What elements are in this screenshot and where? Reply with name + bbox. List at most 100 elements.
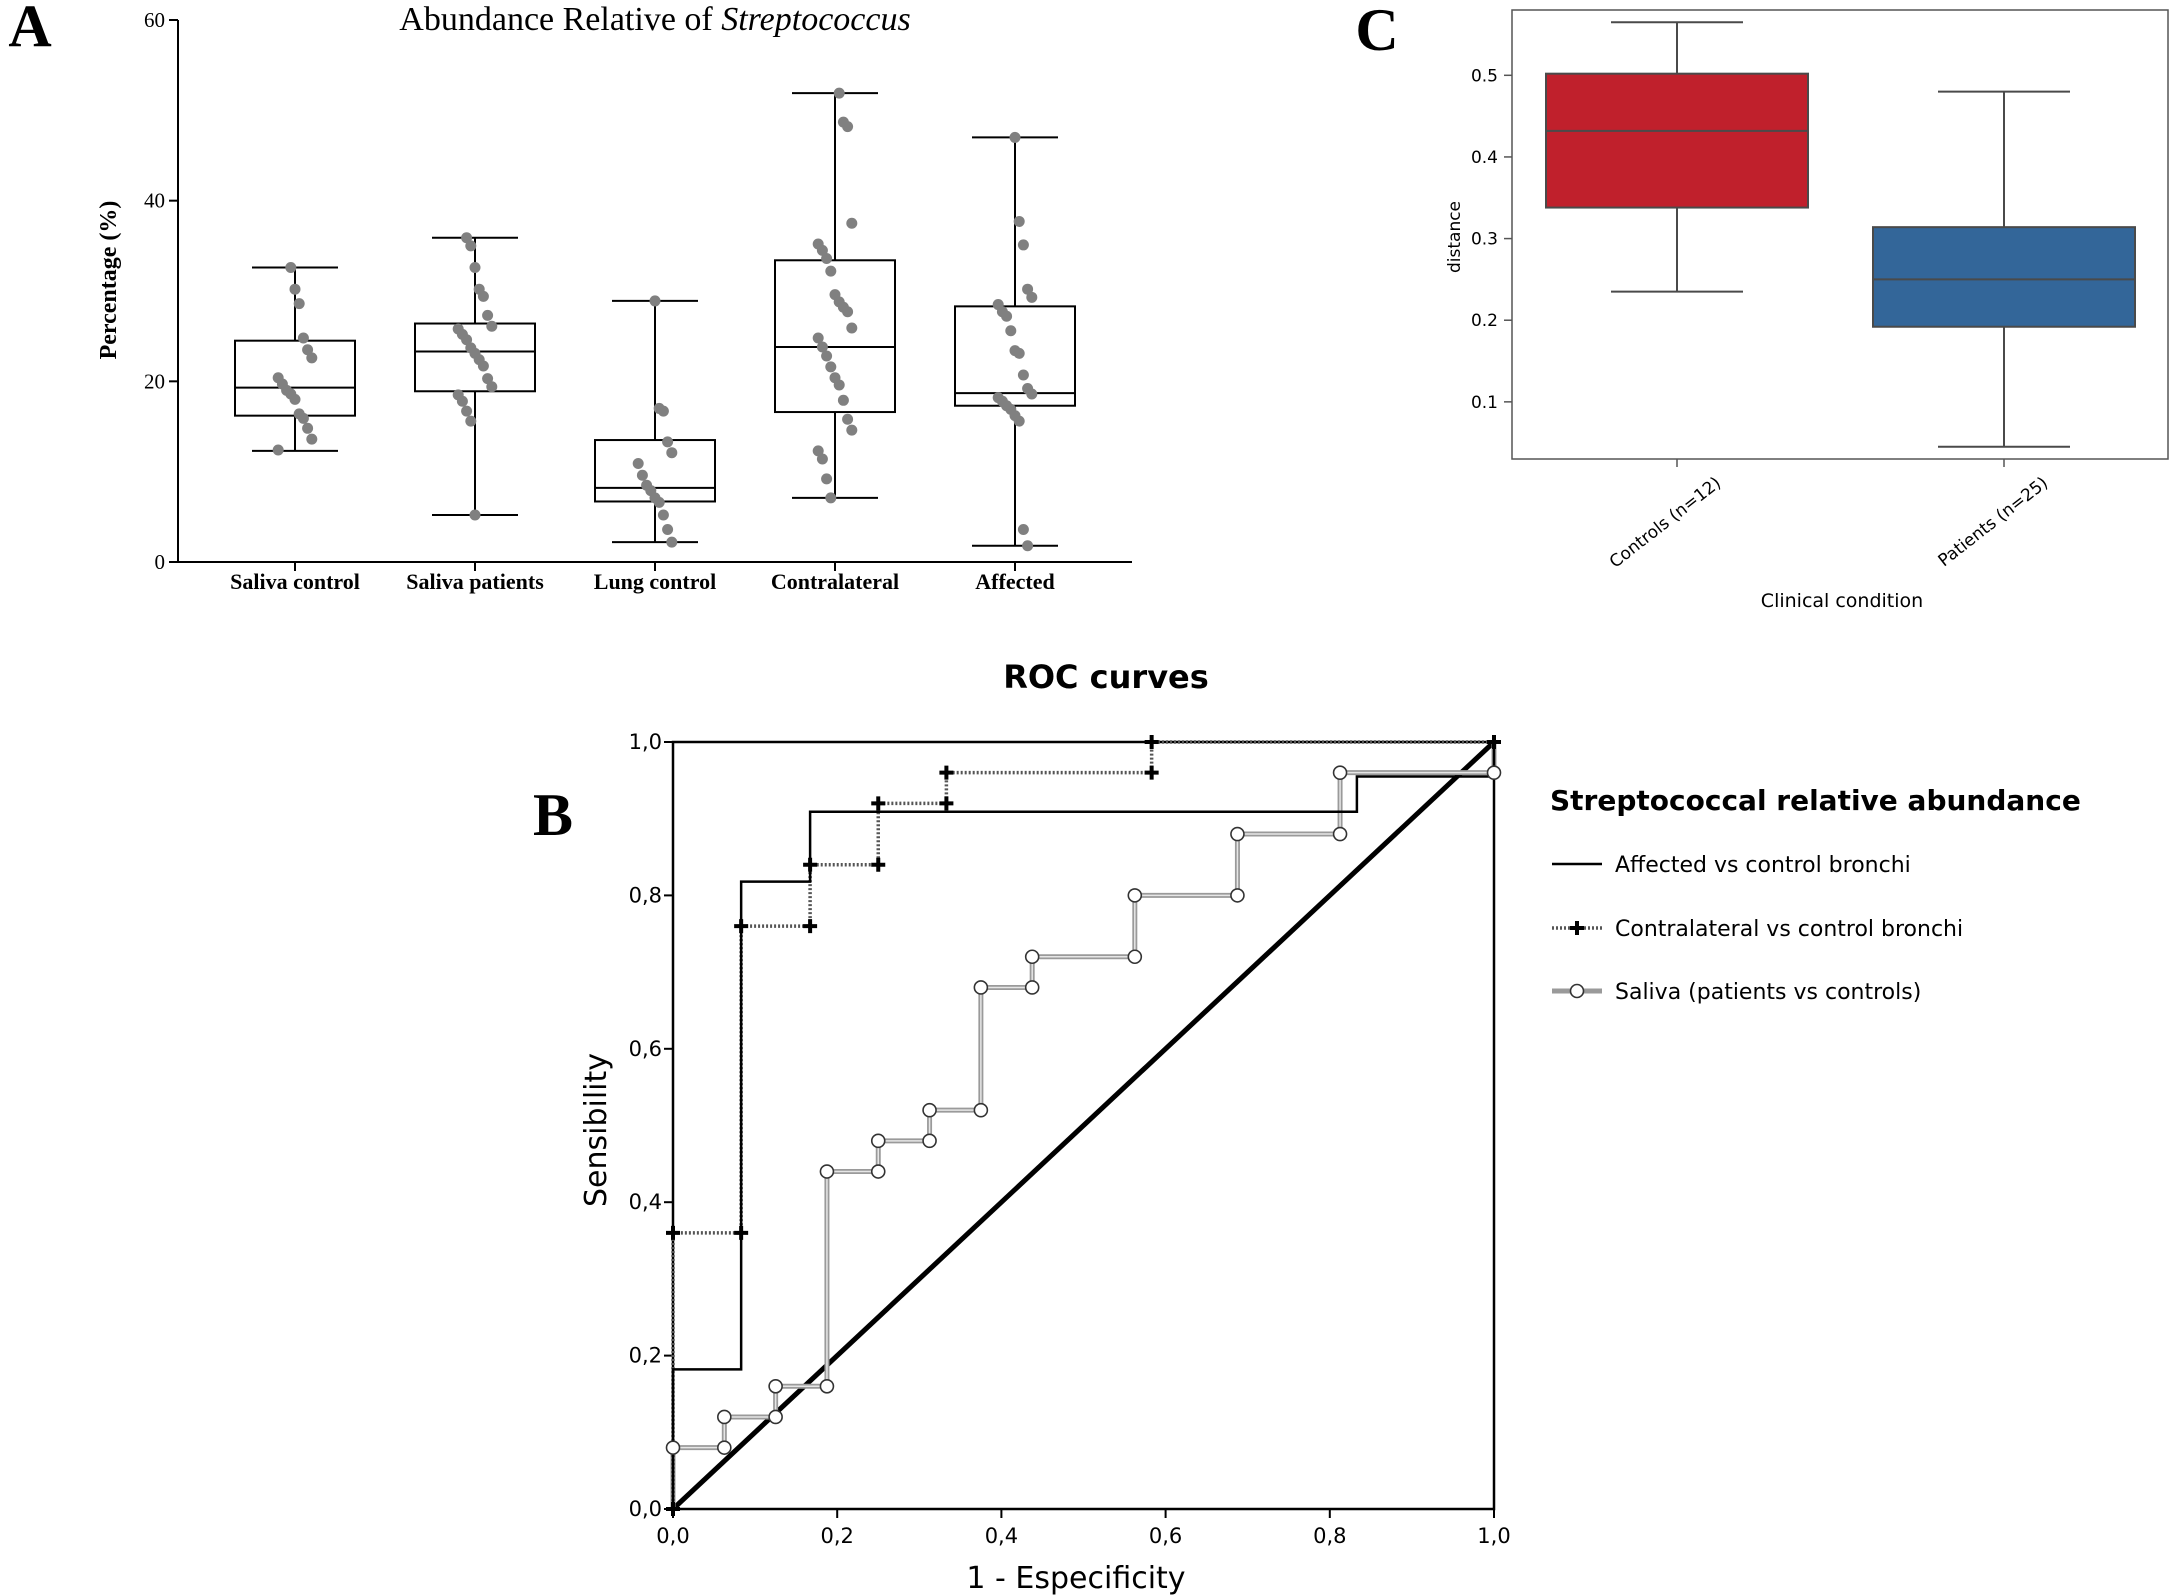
- legend-label: Affected vs control bronchi: [1615, 853, 1911, 878]
- panel-a-data-point: [842, 413, 854, 425]
- series-contralateral-marker: [939, 796, 954, 811]
- panel-a-data-point: [649, 295, 661, 307]
- panel-a-data-point: [837, 116, 849, 128]
- series-contralateral-marker: [871, 796, 886, 811]
- panel-a-data-point: [1005, 325, 1017, 337]
- panel-a-data-point: [1017, 239, 1029, 251]
- legend-title: Streptococcal relative abundance: [1550, 784, 2081, 817]
- panel-a-data-point: [486, 320, 498, 332]
- panel-a-data-point: [812, 238, 824, 250]
- panel-a-data-point: [666, 447, 678, 459]
- panel-a-data-point: [1009, 345, 1021, 357]
- panel-a-data-point: [829, 372, 841, 384]
- panel-a-data-point: [992, 299, 1004, 311]
- panel-a-data-point: [821, 350, 833, 362]
- panel-a-data-point: [302, 422, 314, 434]
- panel-a-data-point: [469, 262, 481, 274]
- panel-b-markers: [665, 735, 1502, 1516]
- panel-a-data-point: [662, 523, 674, 535]
- panel-a-y-tick-label: 20: [144, 369, 165, 393]
- series-contralateral-marker: [1144, 735, 1159, 749]
- series-saliva-marker: [768, 1409, 783, 1425]
- panel-c-y-tick-label: 0.2: [1471, 311, 1498, 331]
- panel-a-data-point: [285, 262, 297, 274]
- panel-b-y-tick-label: 0,6: [629, 1037, 662, 1061]
- panel-a-data-point: [821, 473, 833, 485]
- series-saliva-marker: [1127, 888, 1143, 903]
- panel-a-data-point: [293, 408, 305, 420]
- panel-b-x-tick-label: 0,0: [656, 1524, 689, 1548]
- panel-b-y-tick-label: 0,0: [629, 1497, 662, 1521]
- panel-a-data-point: [465, 240, 477, 252]
- panel-b-x-tick-label: 1,0: [1477, 1524, 1510, 1548]
- series-saliva-marker: [665, 1440, 681, 1455]
- panel-a-data-point: [662, 436, 674, 448]
- panel-a-data-point: [1009, 131, 1021, 143]
- series-contralateral-marker: [803, 857, 818, 872]
- panel-a-data-point: [461, 232, 473, 244]
- panel-b-legend: Streptococcal relative abundance Affecte…: [1550, 784, 2081, 1005]
- panel-c-y-axis-label: distance: [1445, 201, 1465, 273]
- panel-c-letter: C: [1355, 0, 1398, 63]
- series-contralateral-marker: [803, 919, 818, 934]
- panel-a-data-point: [632, 458, 644, 470]
- series-saliva-marker: [1024, 980, 1040, 995]
- panel-a-data-point: [837, 394, 849, 406]
- panel-c-x-tick-label: Patients (n=25): [1935, 473, 2052, 571]
- panel-a-title: Abundance Relative of Streptococcus: [399, 1, 910, 38]
- series-saliva-marker: [870, 1164, 886, 1179]
- panel-b-y-tick-label: 0,2: [629, 1344, 662, 1368]
- panel-b-x-tick-label: 0,8: [1313, 1524, 1346, 1548]
- panel-a-data-point: [452, 323, 464, 335]
- panel-b-reference-diagonal: [671, 740, 1496, 1511]
- series-contralateral-marker: [666, 1502, 680, 1516]
- panel-c-frame: 0.10.20.30.40.5: [1471, 9, 2169, 460]
- panel-c-plot-frame: [1511, 9, 2169, 460]
- panel-a-data-point: [469, 509, 481, 521]
- series-contralateral-marker: [666, 1225, 680, 1240]
- panel-a-x-tick-labels: Saliva control Saliva patients Lung contro…: [230, 569, 1055, 594]
- panel-a-data-point: [821, 252, 833, 264]
- panel-c-boxes: [1545, 21, 2136, 467]
- panel-c-y-tick-label: 0.3: [1471, 230, 1498, 250]
- series-saliva-marker: [819, 1164, 835, 1179]
- panel-a-x-tick-label: Saliva control: [230, 569, 360, 594]
- panel-a-data-point: [846, 322, 858, 334]
- panel-a-data-point: [992, 392, 1004, 404]
- series-saliva-marker: [717, 1440, 732, 1455]
- series-saliva-marker: [1230, 826, 1245, 842]
- panel-c-y-tick-label: 0.1: [1471, 393, 1498, 413]
- legend-label: Saliva (patients vs controls): [1615, 980, 1921, 1005]
- series-contralateral-marker: [734, 1225, 749, 1240]
- panel-a-title-prefix: Abundance Relative of: [399, 1, 721, 38]
- panel-b-x-axis-label: 1 - Especificity: [966, 1561, 1185, 1596]
- panel-b: B ROC curves 1 - Especificity Sensibilit…: [533, 658, 2081, 1596]
- panel-a-data-point: [272, 444, 284, 456]
- panel-a-data-point: [641, 479, 653, 491]
- panel-a-data-point: [825, 265, 837, 277]
- legend-items: Affected vs control bronchiContralateral…: [1552, 853, 1963, 1005]
- panel-a-data-point: [1022, 283, 1034, 295]
- series-saliva-marker: [768, 1378, 783, 1394]
- series-saliva-marker: [870, 1133, 886, 1149]
- panel-c-x-tick-labels: Controls (n=12)Patients (n=25): [1606, 473, 2052, 572]
- panel-a-x-tick-label: Lung control: [594, 569, 716, 594]
- panel-a-data-point: [657, 509, 669, 521]
- panel-a-data-point: [1026, 291, 1038, 303]
- panel-a-box: [774, 259, 896, 414]
- panel-a-data-point: [666, 536, 678, 548]
- panel-a-data-point: [846, 424, 858, 436]
- panel-c-y-tick-label: 0.4: [1471, 148, 1498, 168]
- series-saliva-marker: [1024, 949, 1040, 965]
- panel-a-data-point: [846, 217, 858, 229]
- panel-a-data-point: [812, 445, 824, 457]
- panel-a-data-point: [473, 283, 485, 295]
- panel-a-data-point: [293, 298, 305, 310]
- panel-b-y-axis-label: Sensibility: [579, 1053, 614, 1207]
- panel-b-plot-frame: [671, 740, 1496, 1511]
- panel-a-x-tick-label: Saliva patients: [406, 569, 544, 594]
- panel-a-data-point: [825, 492, 837, 504]
- series-contralateral-marker: [871, 857, 886, 872]
- panel-b-x-tick-label: 0,6: [1149, 1524, 1182, 1548]
